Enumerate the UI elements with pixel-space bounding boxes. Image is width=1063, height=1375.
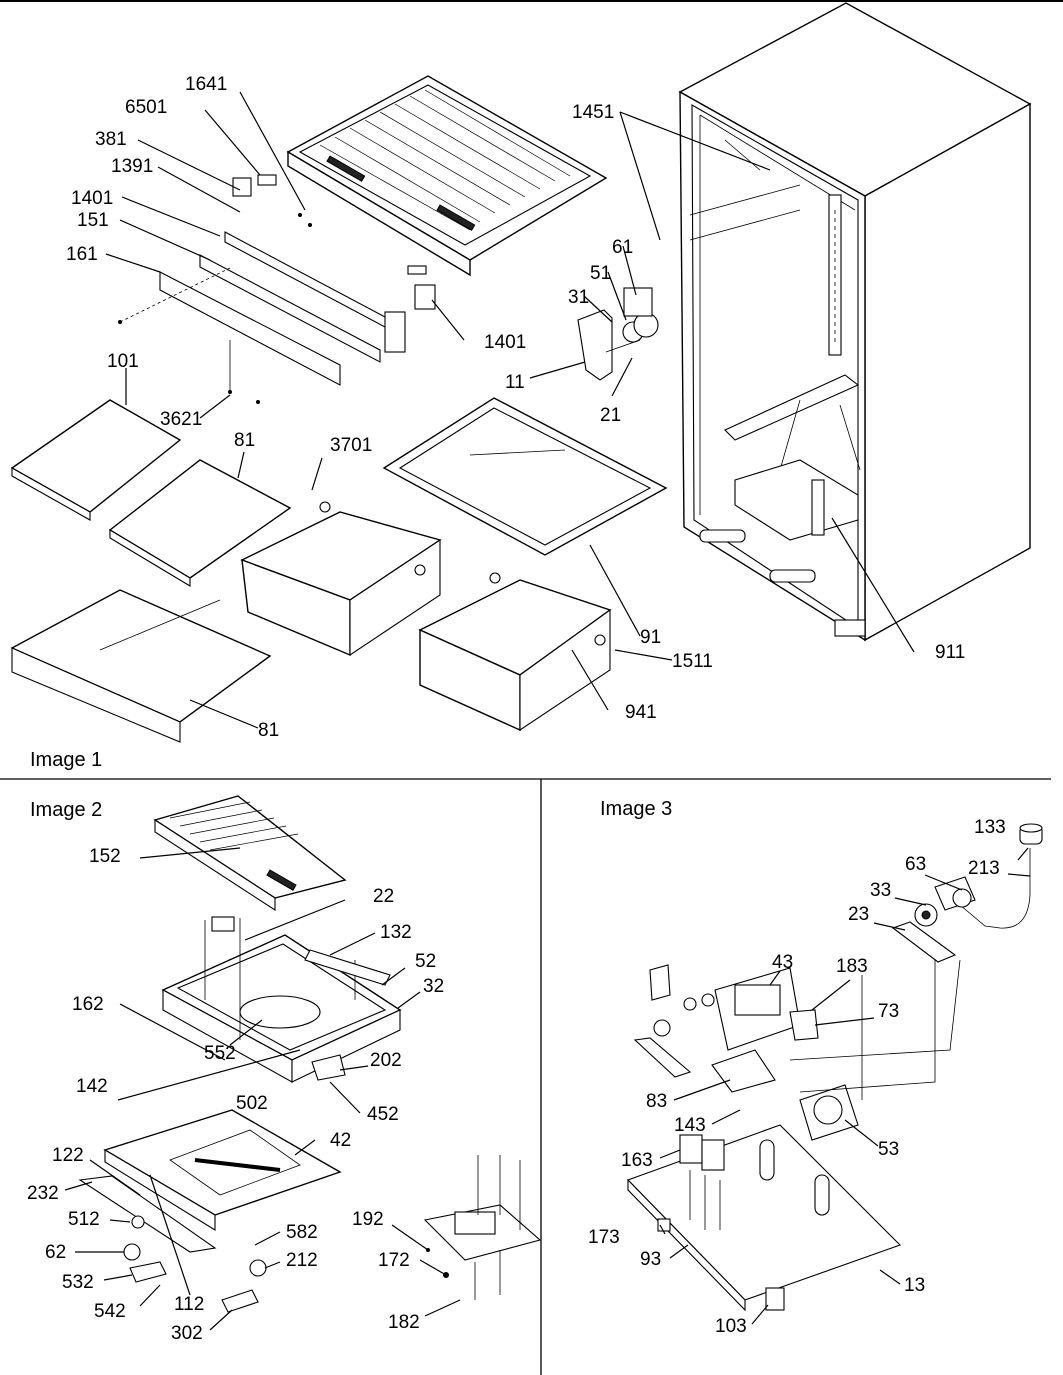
shelf-bars-drawing (118, 174, 436, 404)
leaders-image-3 (659, 847, 1031, 1325)
callout: 11 (505, 372, 525, 393)
callout: 61 (612, 237, 633, 258)
callout: 52 (415, 951, 436, 972)
callout: 22 (373, 886, 394, 907)
callout: 1511 (672, 651, 713, 672)
callout: 161 (66, 244, 98, 265)
callout: 163 (621, 1150, 653, 1171)
callout: 512 (68, 1209, 100, 1230)
panel-image-3: Image 3 (588, 798, 1043, 1337)
callout: 13 (904, 1275, 925, 1296)
callout: 3701 (330, 435, 372, 456)
cabinet-drawing (678, 2, 1032, 642)
callout: 152 (89, 846, 121, 867)
panel-image-1: Image 1 (10, 2, 1032, 771)
panel-caption-1: Image 1 (30, 749, 102, 771)
callout: 1641 (185, 74, 227, 95)
callout: 502 (236, 1093, 268, 1114)
callout: 151 (77, 210, 109, 231)
crisper-cover-drawing (286, 75, 608, 277)
callout: 183 (836, 956, 868, 977)
callout: 452 (367, 1104, 399, 1125)
callout: 162 (72, 994, 104, 1015)
callout: 212 (286, 1250, 318, 1271)
callout: 232 (27, 1183, 59, 1204)
callout: 552 (204, 1043, 236, 1064)
callout: 42 (330, 1130, 351, 1151)
callout: 81 (258, 720, 279, 741)
callouts-image-3: 133 63 213 33 23 43 183 73 83 143 53 163… (588, 817, 1006, 1337)
hinge-drawing (577, 287, 659, 381)
control-housing-drawing (78, 795, 542, 1313)
callout: 1401 (484, 332, 526, 353)
callout: 21 (600, 405, 621, 426)
callout: 53 (878, 1139, 899, 1160)
shelves-drawing (10, 399, 292, 743)
callout: 93 (640, 1249, 661, 1270)
callout: 122 (52, 1145, 84, 1166)
callouts-image-1: 1641 6501 381 1391 1401 151 161 1401 145… (66, 74, 965, 741)
callout: 91 (640, 627, 661, 648)
callout: 381 (95, 129, 127, 150)
callout: 43 (772, 952, 793, 973)
callout: 542 (94, 1301, 126, 1322)
callout: 1391 (111, 156, 153, 177)
callout: 192 (352, 1209, 384, 1230)
panel-caption-3: Image 3 (600, 798, 672, 820)
callout: 62 (45, 1242, 66, 1263)
callout: 1401 (71, 188, 113, 209)
leaders-image-1 (105, 91, 915, 729)
callout: 911 (935, 642, 965, 663)
callout: 63 (905, 854, 926, 875)
callout: 73 (878, 1001, 899, 1022)
callout: 532 (62, 1272, 94, 1293)
callout: 142 (76, 1076, 108, 1097)
callout: 6501 (125, 97, 167, 118)
callout: 103 (715, 1316, 747, 1337)
callout: 132 (380, 922, 412, 943)
callout: 51 (590, 263, 611, 284)
callout: 101 (107, 351, 139, 372)
callout: 941 (625, 702, 657, 723)
callout: 213 (968, 858, 1000, 879)
callout: 302 (171, 1323, 203, 1344)
callouts-image-2: 152 22 132 52 32 162 552 202 142 502 452… (27, 846, 444, 1344)
callout: 173 (588, 1227, 620, 1248)
leaders-image-2 (64, 847, 461, 1331)
callout: 83 (646, 1091, 667, 1112)
callout: 3621 (160, 409, 202, 430)
callout: 23 (848, 904, 869, 925)
control-assembly-drawing (627, 823, 1043, 1312)
callout: 32 (423, 976, 444, 997)
callout: 133 (974, 817, 1006, 838)
panel-caption-2: Image 2 (30, 799, 102, 821)
callout: 172 (378, 1250, 410, 1271)
callout: 81 (234, 430, 255, 451)
callout: 202 (370, 1050, 402, 1071)
callout: 182 (388, 1312, 420, 1333)
callout: 112 (174, 1294, 204, 1315)
drawers-drawing (240, 397, 668, 732)
callout: 582 (286, 1222, 318, 1243)
callout: 31 (568, 287, 589, 308)
panel-image-2: Image 2 (27, 795, 542, 1344)
callout: 33 (870, 880, 891, 901)
callout: 143 (674, 1115, 706, 1136)
callout: 1451 (572, 102, 614, 123)
